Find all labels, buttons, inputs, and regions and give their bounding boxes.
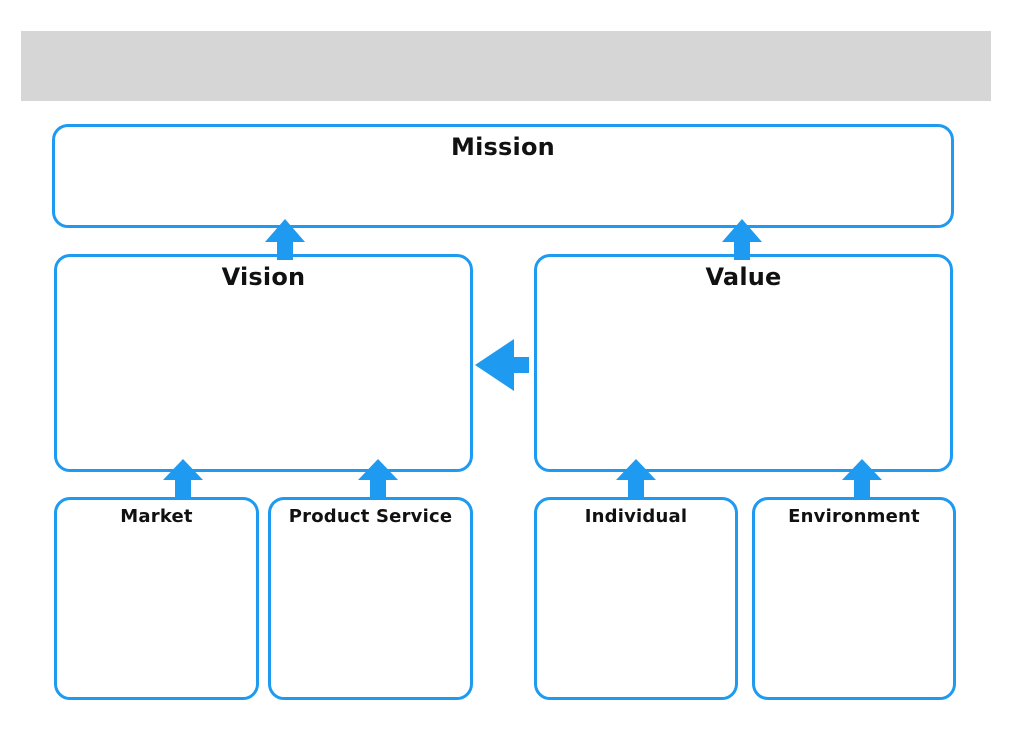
arrow-up-icon — [265, 219, 305, 260]
value-box: Value — [534, 254, 953, 472]
arrow-up-icon — [163, 459, 203, 500]
value-label: Value — [705, 263, 782, 291]
individual-label: Individual — [584, 506, 688, 527]
arrow-up-icon — [358, 459, 398, 500]
product-service-box: Product Service — [268, 497, 473, 700]
arrow-left-icon — [475, 339, 529, 391]
market-label: Market — [120, 506, 193, 527]
arrow-up-icon — [722, 219, 762, 260]
mission-label: Mission — [451, 133, 555, 161]
individual-box: Individual — [534, 497, 738, 700]
header-bar — [21, 31, 991, 101]
vision-label: Vision — [221, 263, 306, 291]
environment-label: Environment — [788, 506, 920, 527]
arrow-up-icon — [616, 459, 656, 500]
vision-box: Vision — [54, 254, 473, 472]
mission-box: Mission — [52, 124, 954, 228]
environment-box: Environment — [752, 497, 956, 700]
market-box: Market — [54, 497, 259, 700]
arrow-up-icon — [842, 459, 882, 500]
product-service-label: Product Service — [288, 506, 453, 527]
